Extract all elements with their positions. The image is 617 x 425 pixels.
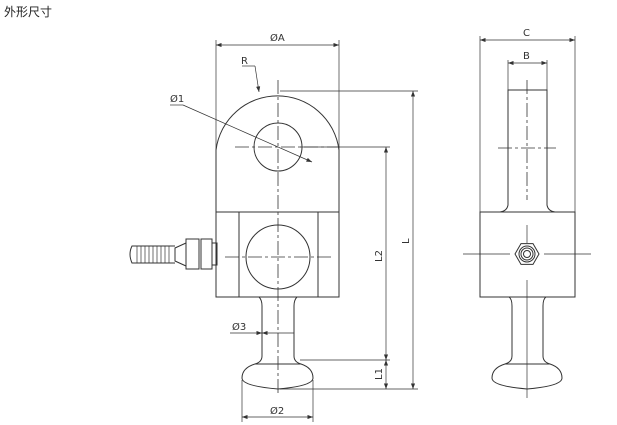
dim-label-R: R bbox=[241, 56, 248, 67]
front-view: ØA R Ø1 Ø3 Ø2 L2 L1 L bbox=[129, 32, 418, 422]
dim-label-L2: L2 bbox=[374, 250, 385, 262]
leader-R bbox=[254, 65, 261, 93]
side-view: C B bbox=[463, 28, 591, 398]
dim-label-phi3: Ø3 bbox=[232, 321, 246, 333]
connector-hex bbox=[514, 243, 540, 265]
leader-phi1 bbox=[182, 104, 313, 163]
connector-ring bbox=[520, 247, 534, 261]
dim-label-phiA: ØA bbox=[270, 32, 285, 44]
eye-head-outline bbox=[215, 95, 340, 212]
connector-nut bbox=[200, 238, 213, 270]
connector-ring bbox=[518, 245, 536, 263]
dim-label-L: L bbox=[401, 238, 412, 244]
neck bbox=[254, 296, 302, 365]
dim-label-phi1: Ø1 bbox=[170, 93, 184, 105]
sensor-block bbox=[215, 211, 340, 298]
sensor-block-side bbox=[479, 211, 576, 298]
dim-label-phi2: Ø2 bbox=[270, 405, 284, 417]
connector-ring bbox=[523, 250, 531, 258]
cable bbox=[129, 245, 175, 264]
dim-label-B: B bbox=[523, 51, 530, 62]
cable-ribs bbox=[136, 246, 170, 263]
dim-label-L1: L1 bbox=[374, 368, 385, 380]
eye-plate bbox=[499, 89, 556, 213]
dim-label-C: C bbox=[523, 28, 530, 39]
neck-side bbox=[504, 296, 551, 365]
section-title: 外形尺寸 bbox=[4, 5, 53, 19]
foot bbox=[241, 363, 314, 390]
connector-taper bbox=[174, 242, 187, 267]
connector-nut bbox=[185, 238, 200, 270]
cable-connector bbox=[129, 238, 218, 270]
